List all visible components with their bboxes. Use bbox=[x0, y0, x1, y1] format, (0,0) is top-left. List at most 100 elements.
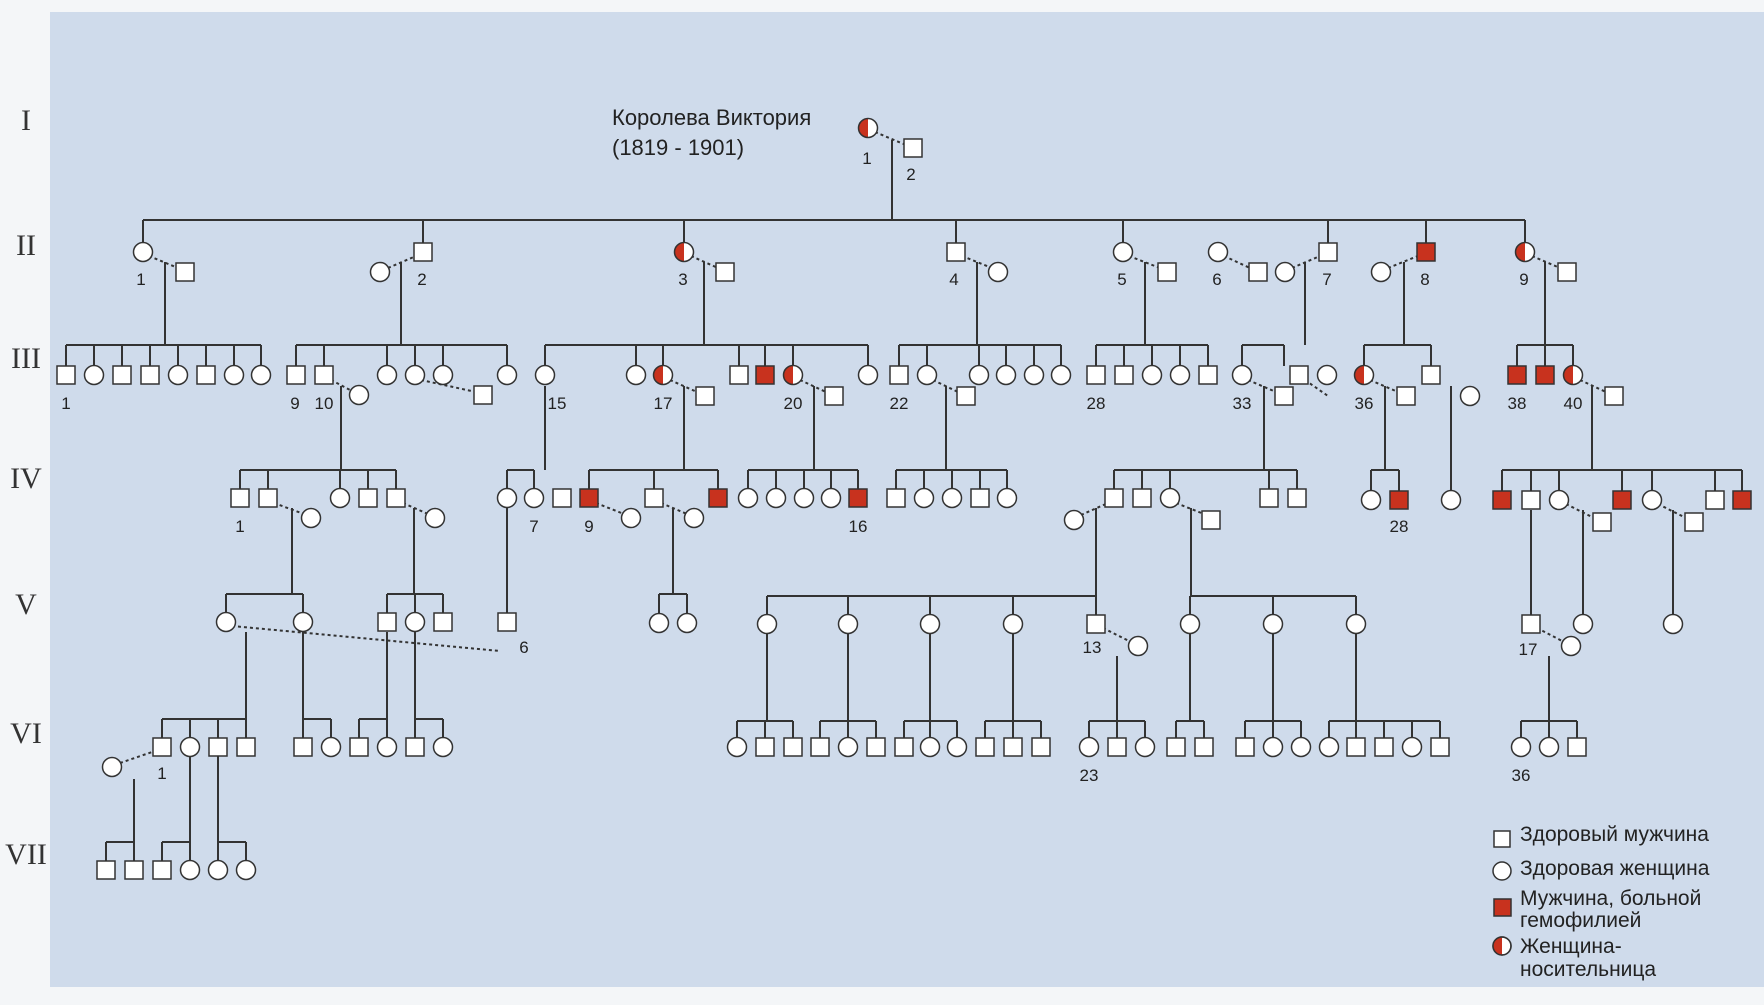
healthy-male-icon bbox=[433, 612, 453, 632]
healthy-female-icon bbox=[941, 487, 963, 509]
marriage-line bbox=[1531, 255, 1561, 269]
num-ii-9: 9 bbox=[1519, 270, 1528, 289]
num-v-17: 17 bbox=[1519, 640, 1538, 659]
carrier-female-icon bbox=[1353, 364, 1375, 386]
marriage-line bbox=[1102, 627, 1132, 643]
healthy-male-icon bbox=[1318, 242, 1338, 262]
healthy-male-icon bbox=[236, 737, 256, 757]
legend-affected-male-icon bbox=[1493, 898, 1512, 917]
healthy-female-icon bbox=[919, 736, 941, 758]
healthy-female-icon bbox=[995, 364, 1017, 386]
num-vi-36: 36 bbox=[1512, 766, 1531, 785]
legend-affected-male-label-2: гемофилией bbox=[1520, 909, 1641, 932]
affected-male-icon bbox=[1389, 490, 1409, 510]
healthy-female-icon bbox=[1262, 736, 1284, 758]
affected-male-icon bbox=[1416, 242, 1436, 262]
healthy-male-icon bbox=[230, 488, 250, 508]
num-v-6: 6 bbox=[519, 638, 528, 657]
healthy-female-icon bbox=[1548, 489, 1570, 511]
healthy-male-icon bbox=[866, 737, 886, 757]
carrier-female-icon bbox=[1562, 364, 1584, 386]
healthy-female-icon bbox=[1023, 364, 1045, 386]
healthy-female-icon bbox=[1572, 613, 1594, 635]
healthy-male-icon bbox=[1604, 386, 1624, 406]
num-ii-5: 5 bbox=[1117, 270, 1126, 289]
healthy-female-icon bbox=[857, 364, 879, 386]
legend-healthy-female-icon bbox=[1492, 861, 1512, 881]
healthy-male-icon bbox=[783, 737, 803, 757]
generation-label-vii: VII bbox=[5, 838, 47, 871]
generation-label-iv: IV bbox=[10, 462, 42, 495]
healthy-female-icon bbox=[1134, 736, 1156, 758]
marriage-line bbox=[387, 255, 417, 269]
healthy-male-icon bbox=[755, 737, 775, 757]
generation-label-vi: VI bbox=[10, 717, 42, 750]
carrier-female-icon bbox=[673, 241, 695, 263]
marriage-line bbox=[1657, 503, 1687, 519]
healthy-male-icon bbox=[970, 488, 990, 508]
healthy-female-icon bbox=[215, 611, 237, 633]
healthy-male-icon bbox=[1086, 614, 1106, 634]
marriage-line bbox=[660, 502, 688, 515]
generation-label-v: V bbox=[15, 588, 37, 621]
healthy-female-icon bbox=[913, 487, 935, 509]
healthy-male-icon bbox=[405, 737, 425, 757]
healthy-female-icon bbox=[223, 364, 245, 386]
healthy-female-icon bbox=[625, 364, 647, 386]
healthy-female-icon bbox=[837, 736, 859, 758]
healthy-male-icon bbox=[96, 860, 116, 880]
healthy-female-icon bbox=[329, 487, 351, 509]
healthy-female-icon bbox=[404, 364, 426, 386]
healthy-male-icon bbox=[644, 488, 664, 508]
num-iii-20: 20 bbox=[784, 394, 803, 413]
carrier-female-icon bbox=[782, 364, 804, 386]
healthy-female-icon bbox=[1316, 364, 1338, 386]
marriage-line bbox=[119, 750, 156, 764]
healthy-female-icon bbox=[1318, 736, 1340, 758]
affected-male-icon bbox=[708, 488, 728, 508]
healthy-male-icon bbox=[473, 385, 493, 405]
healthy-female-icon bbox=[676, 612, 698, 634]
healthy-male-icon bbox=[140, 365, 160, 385]
affected-male-icon bbox=[1535, 365, 1555, 385]
healthy-male-icon bbox=[413, 242, 433, 262]
healthy-male-icon bbox=[1194, 737, 1214, 757]
legend-healthy-female-label: Здоровая женщина bbox=[1520, 857, 1710, 880]
num-iii-9: 9 bbox=[290, 394, 299, 413]
num-iv-16: 16 bbox=[849, 517, 868, 536]
healthy-female-icon bbox=[207, 859, 229, 881]
marriage-line bbox=[1565, 503, 1595, 519]
marriage-line bbox=[1175, 502, 1205, 515]
affected-male-icon bbox=[579, 488, 599, 508]
healthy-male-icon bbox=[715, 262, 735, 282]
marriage-line bbox=[273, 502, 305, 515]
healthy-male-icon bbox=[497, 612, 517, 632]
generation-label-i: I bbox=[21, 104, 31, 137]
num-i-2: 2 bbox=[906, 165, 915, 184]
healthy-male-icon bbox=[894, 737, 914, 757]
title-line-1: Королева Виктория bbox=[612, 105, 811, 130]
healthy-male-icon bbox=[1201, 510, 1221, 530]
healthy-male-icon bbox=[1198, 365, 1218, 385]
healthy-male-icon bbox=[1430, 737, 1450, 757]
healthy-female-icon bbox=[1078, 736, 1100, 758]
individual-numbers: 1 2 1 2 3 4 5 6 7 8 9 1 9 10 15 17 20 22… bbox=[61, 149, 1582, 785]
healthy-male-icon bbox=[349, 737, 369, 757]
healthy-female-icon bbox=[101, 756, 123, 778]
healthy-female-icon bbox=[1401, 736, 1423, 758]
marriage-line bbox=[1080, 502, 1109, 516]
healthy-female-icon bbox=[1360, 489, 1382, 511]
healthy-male-icon bbox=[1132, 488, 1152, 508]
healthy-male-icon bbox=[946, 242, 966, 262]
healthy-female-icon bbox=[523, 487, 545, 509]
healthy-male-icon bbox=[1235, 737, 1255, 757]
healthy-female-icon bbox=[179, 736, 201, 758]
affected-male-icon bbox=[848, 488, 868, 508]
healthy-female-icon bbox=[432, 364, 454, 386]
healthy-male-icon bbox=[358, 488, 378, 508]
healthy-female-icon bbox=[496, 487, 518, 509]
healthy-female-icon bbox=[534, 364, 556, 386]
marriage-line bbox=[669, 379, 698, 393]
healthy-male-icon bbox=[1107, 737, 1127, 757]
